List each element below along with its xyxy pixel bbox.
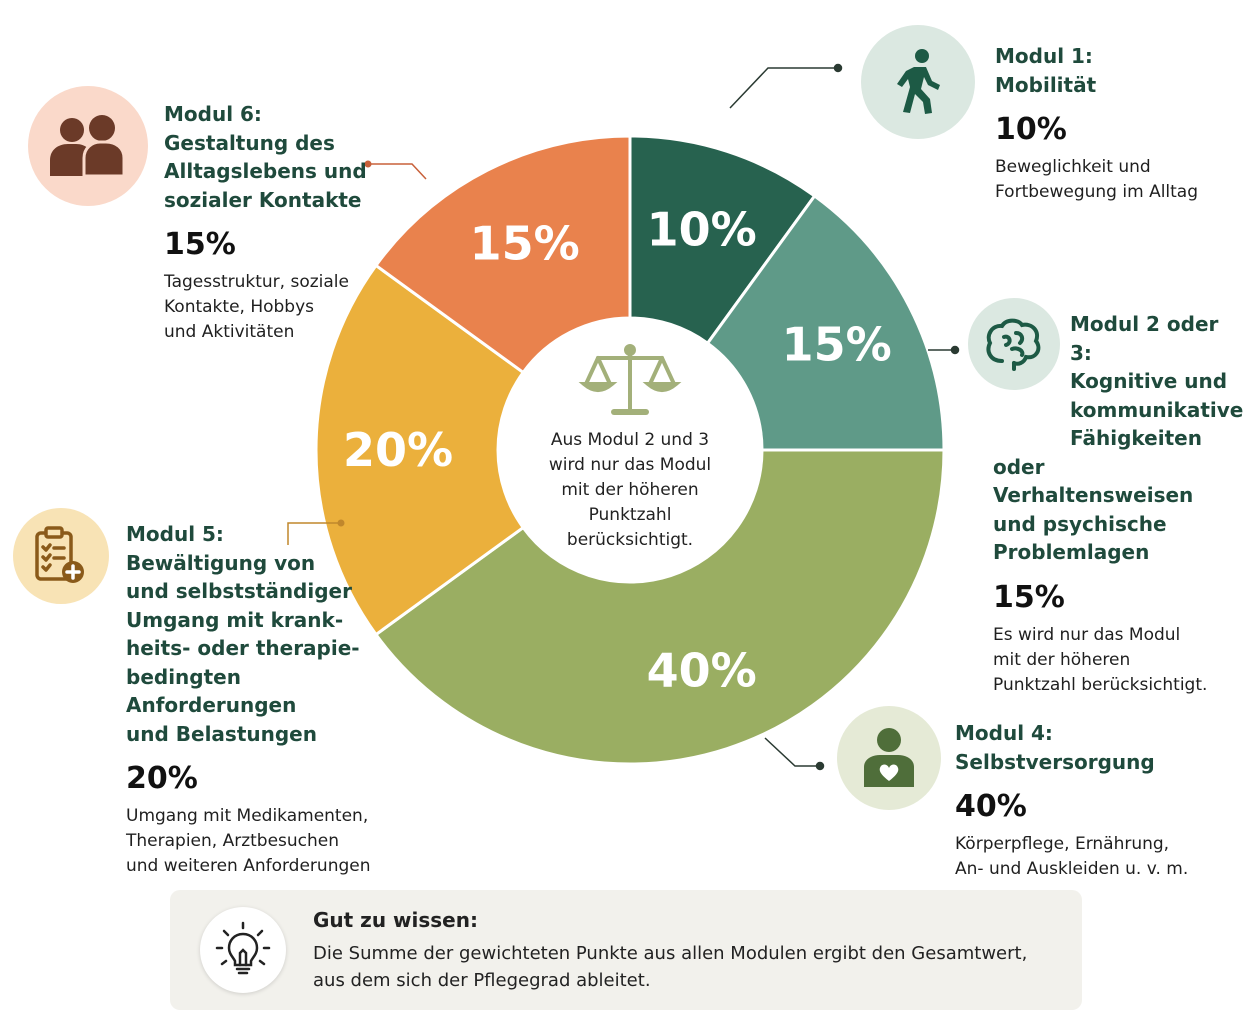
slice-label-5: 15%	[470, 216, 580, 270]
tip-line: aus dem sich der Pflegegrad ableitet.	[313, 970, 651, 991]
desc-line: und weiteren Anforderungen	[126, 856, 371, 876]
desc-line: An- und Auskleiden u. v. m.	[955, 859, 1189, 879]
center-line: mit der höheren	[561, 480, 699, 500]
title-line: kommunikative	[1070, 397, 1244, 422]
desc-line: Therapien, Arztbesuchen	[126, 831, 340, 851]
title-line: Mobilität	[995, 72, 1097, 97]
desc-line: Tagesstruktur, soziale	[164, 272, 349, 292]
person-heart-icon	[837, 706, 941, 810]
desc-line: Körperpflege, Ernährung,	[955, 834, 1170, 854]
title-line: Gestaltung des	[164, 130, 335, 155]
module-23-percent: 15%	[993, 579, 1065, 615]
module-1-desc: Beweglichkeit und Fortbewegung im Alltag	[995, 155, 1245, 205]
title-line: heits- oder therapie-	[126, 636, 360, 660]
module-1-percent: 10%	[995, 112, 1067, 147]
leader-m1	[729, 67, 838, 109]
clipboard-plus-icon	[13, 508, 109, 604]
module-23-desc: Es wird nur das Modul mit der höheren Pu…	[993, 623, 1243, 698]
module-1-block: Modul 1: Mobilität 10% Beweglichkeit und…	[995, 42, 1245, 205]
desc-line: mit der höheren	[993, 649, 1131, 670]
walking-person-icon	[861, 25, 975, 139]
slice-label-3: 40%	[647, 644, 757, 698]
title-line: und Belastungen	[126, 721, 317, 746]
module-23-title: Modul 2 oder 3: Kognitive und kommunikat…	[993, 310, 1243, 567]
tip-title: Gut zu wissen:	[313, 908, 478, 932]
center-line: Aus Modul 2 und 3	[550, 430, 710, 450]
title-line: bedingten Anforderungen	[126, 664, 297, 718]
title-line: Fähigkeiten	[1070, 426, 1202, 450]
slice-label-2: 15%	[782, 318, 892, 372]
title-line: Modul 1:	[995, 44, 1093, 68]
people-icon	[28, 86, 148, 206]
lightbulb-icon	[200, 907, 286, 993]
module-5-title: Modul 5: Bewältigung von und selbstständ…	[126, 520, 416, 748]
brain-icon	[968, 298, 1060, 390]
module-6-percent: 15%	[164, 227, 236, 262]
desc-line: Punktzahl berücksichtigt.	[993, 674, 1208, 695]
desc-line: Kontakte, Hobbys	[164, 297, 315, 317]
title-line: sozialer Kontakte	[164, 187, 362, 212]
module-4-block: Modul 4: Selbstversorgung 40% Körperpfle…	[955, 719, 1235, 882]
leader-m6	[368, 163, 427, 180]
module-23-block: Modul 2 oder 3: Kognitive und kommunikat…	[993, 310, 1243, 698]
module-5-desc: Umgang mit Medikamenten, Therapien, Arzt…	[126, 804, 416, 879]
module-4-percent: 40%	[955, 789, 1027, 824]
module-6-desc: Tagesstruktur, soziale Kontakte, Hobbys …	[164, 270, 404, 345]
title-line: und psychische	[993, 511, 1167, 536]
title-line: Modul 4:	[955, 721, 1053, 745]
leader-m5	[287, 522, 341, 545]
title-line: Alltagslebens und	[164, 159, 367, 183]
center-line: wird nur das Modul	[548, 455, 712, 475]
title-line: Bewältigung von	[126, 550, 316, 575]
desc-line: Fortbewegung im Alltag	[995, 182, 1199, 202]
desc-line: Es wird nur das Modul	[993, 624, 1181, 645]
title-line: oder Verhaltensweisen	[993, 454, 1194, 508]
title-line: Problemlagen	[993, 540, 1150, 564]
module-4-desc: Körperpflege, Ernährung, An- und Ausklei…	[955, 832, 1235, 882]
title-line: Kognitive und	[1070, 369, 1228, 393]
module-6-title: Modul 6: Gestaltung des Alltagslebens un…	[164, 100, 404, 214]
title-line: Modul 5:	[126, 522, 224, 546]
slice-label-4: 20%	[343, 423, 453, 477]
title-line: Selbstversorgung	[955, 749, 1155, 774]
center-text: Aus Modul 2 und 3 wird nur das Modul mit…	[530, 428, 730, 553]
module-5-percent: 20%	[126, 761, 198, 796]
desc-line: Beweglichkeit und	[995, 157, 1151, 177]
leader-m4	[764, 737, 820, 767]
tip-line: Die Summe der gewichteten Punkte aus all…	[313, 943, 1028, 964]
desc-line: Umgang mit Medikamenten,	[126, 806, 369, 826]
tip-text: Die Summe der gewichteten Punkte aus all…	[313, 940, 1053, 994]
scales-icon	[578, 344, 682, 415]
center-line: Punktzahl	[588, 505, 672, 525]
module-6-block: Modul 6: Gestaltung des Alltagslebens un…	[164, 100, 404, 345]
module-1-title: Modul 1: Mobilität	[995, 42, 1245, 99]
tip-box: Gut zu wissen: Die Summe der gewichteten…	[170, 890, 1082, 1010]
center-line: berücksichtigt.	[566, 530, 694, 550]
title-line: Umgang mit krank-	[126, 607, 344, 632]
module-4-title: Modul 4: Selbstversorgung	[955, 719, 1235, 776]
title-line: und selbstständiger	[126, 579, 352, 603]
title-line: Modul 6:	[164, 102, 262, 126]
slice-label-1: 10%	[647, 202, 757, 256]
desc-line: und Aktivitäten	[164, 322, 295, 342]
module-5-block: Modul 5: Bewältigung von und selbstständ…	[126, 520, 416, 879]
donut-hole	[498, 318, 762, 582]
title-line: Modul 2 oder 3:	[1070, 312, 1219, 365]
